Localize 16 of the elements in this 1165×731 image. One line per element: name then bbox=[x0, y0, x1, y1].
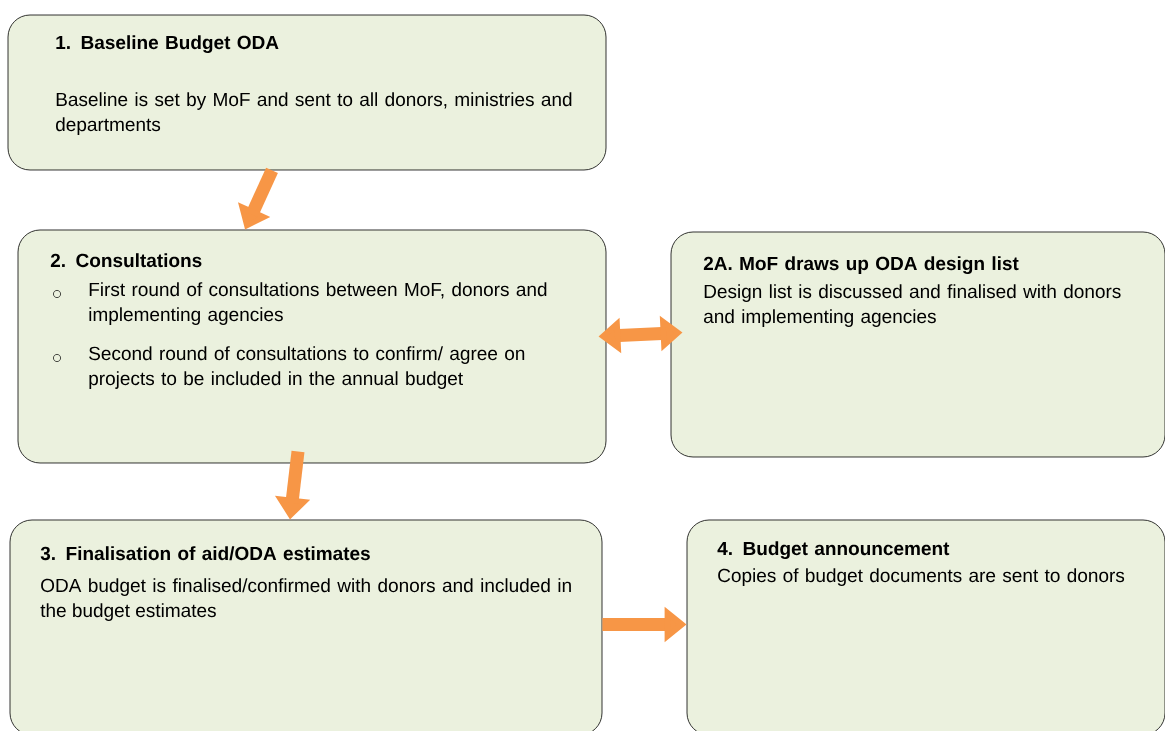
box-text: Copies of budget documents are sent to donors bbox=[718, 568, 1125, 586]
process-box bbox=[670, 231, 1165, 458]
process-box bbox=[686, 519, 1165, 731]
bullet-item: Second round of consultations to confirm/ agree on projects to be included in the annual budget bbox=[89, 346, 525, 389]
process-box bbox=[9, 519, 603, 731]
box-text: Design list is discussed and finalised with donors and implementing agencies bbox=[704, 284, 1121, 327]
process-box bbox=[17, 229, 607, 464]
process-box bbox=[7, 14, 607, 171]
box-heading: 2A. MoF draws up ODA design list bbox=[703, 256, 1019, 274]
box-text: Baseline is set by MoF and sent to all donors, ministries and departments bbox=[56, 92, 572, 135]
box-heading: 2. Consultations bbox=[50, 253, 202, 268]
box-text: ODA budget is finalised/confirmed with donors and included in the budget estimates bbox=[40, 578, 571, 621]
box-heading: 1. Baseline Budget ODA bbox=[56, 35, 279, 53]
box-heading: 3. Finalisation of aid/ODA estimates bbox=[40, 546, 370, 561]
box-heading: 4. Budget announcement bbox=[717, 541, 950, 559]
bullet-item: First round of consultations between MoF, donors and implementing agencies bbox=[89, 282, 547, 325]
